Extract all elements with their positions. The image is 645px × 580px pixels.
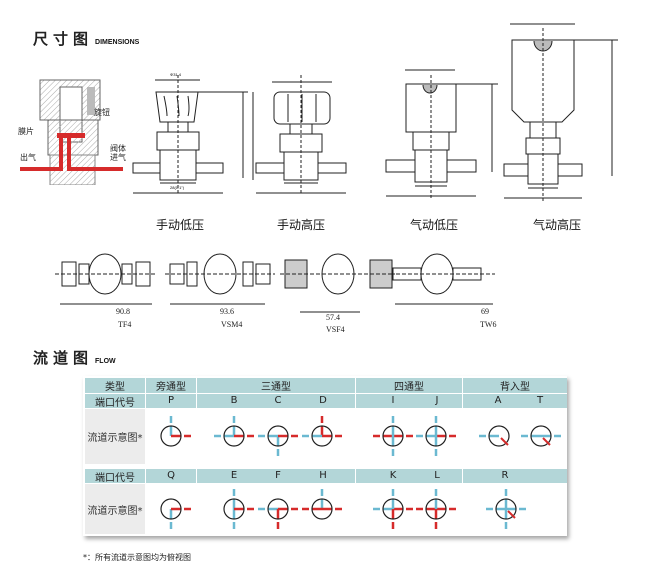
valve-drawing-pneumatic-high	[503, 23, 618, 203]
port-length-vsf4: 57.4	[326, 313, 340, 322]
flow-diagram-H	[302, 489, 342, 520]
flow-diagram-K	[373, 489, 413, 529]
port-code-label-2: 端口代号	[85, 469, 145, 484]
svg-text:Φ31.4: Φ31.4	[170, 72, 182, 77]
port-label-tf4: TF4	[118, 320, 132, 329]
label-outlet: 出气	[20, 153, 36, 162]
flow-diagram-A	[479, 425, 510, 447]
caption-pneumatic-high: 气动高压	[533, 218, 582, 232]
flow-title: 流道图	[33, 349, 94, 367]
flow-subtitle: FLOW	[95, 358, 116, 365]
port-length-vsm4: 93.6	[220, 307, 234, 316]
type-header-label: 类型	[85, 378, 145, 393]
svg-text:28(1.1"): 28(1.1")	[170, 185, 185, 190]
flow-diagram-Q	[160, 498, 191, 529]
code-B: B	[230, 395, 238, 406]
code-T: T	[536, 395, 544, 406]
valve-drawing-manual-high	[252, 75, 347, 195]
code-L: L	[434, 470, 440, 481]
valve-cross-section	[20, 79, 123, 185]
label-diaphragm: 膜片	[18, 127, 34, 136]
caption-pneumatic-low: 气动低压	[410, 218, 459, 232]
type-three-way: 三通型	[197, 378, 355, 393]
label-inlet: 进气	[110, 153, 126, 162]
diagram-label-1: 流道示意图*	[85, 409, 145, 464]
flow-table: 类型 旁通型 三通型 四通型 背入型 端口代号 P B C D I J A T …	[83, 376, 567, 536]
diagram-label-2: 流道示意图*	[85, 484, 145, 534]
port-length-tf4: 90.8	[116, 307, 130, 316]
dimensions-subtitle: DIMENSIONS	[95, 39, 140, 46]
code-D: D	[319, 395, 327, 406]
flow-diagrams-row-1	[160, 416, 561, 456]
port-view-vsf4	[280, 253, 395, 313]
flow-diagram-C	[258, 425, 298, 456]
port-view-vsm4	[165, 253, 275, 305]
flow-diagram-T	[521, 425, 561, 447]
port-code-cell-2-bypass	[146, 469, 196, 483]
port-code-cell-back-entry	[463, 394, 567, 408]
flow-diagram-F	[258, 498, 298, 529]
code-A: A	[494, 395, 502, 406]
code-R: R	[501, 470, 509, 481]
caption-manual-high: 手动高压	[277, 218, 326, 232]
flow-diagram-B	[214, 416, 254, 447]
code-H: H	[319, 470, 327, 481]
flow-diagram-I	[373, 416, 413, 456]
flow-diagrams-row-2	[160, 489, 526, 529]
code-P: P	[167, 395, 175, 406]
port-view-tw6	[390, 253, 495, 305]
code-J: J	[435, 395, 439, 406]
label-knob: 旋钮	[94, 108, 110, 117]
port-label-tw6: TW6	[480, 320, 497, 329]
flow-diagram-P	[160, 416, 191, 447]
port-label-vsf4: VSF4	[326, 325, 345, 334]
port-view-tf4	[55, 253, 155, 305]
flow-diagram-E	[223, 489, 254, 529]
port-code-label-1: 端口代号	[85, 394, 145, 409]
port-top-views	[55, 253, 495, 313]
port-length-tw6: 69	[481, 307, 489, 316]
code-C: C	[274, 395, 282, 406]
port-code-cell-2-four-way	[356, 469, 462, 483]
valve-drawing-pneumatic-low	[385, 69, 498, 200]
code-K: K	[389, 470, 397, 481]
dimensions-title: 尺寸图	[33, 30, 94, 48]
type-four-way: 四通型	[356, 378, 462, 393]
flow-diagram-R	[486, 489, 526, 529]
code-Q: Q	[167, 470, 175, 481]
label-body: 阀体	[110, 144, 126, 153]
port-label-vsm4: VSM4	[221, 320, 243, 329]
flow-diagram-D	[302, 416, 342, 447]
valve-drawing-manual-low: Φ31.4 28(1.1")	[132, 72, 248, 195]
port-code-cell-four-way	[356, 394, 462, 408]
port-code-cell-three-way	[197, 394, 355, 408]
port-code-cell-2-three-way	[197, 469, 355, 483]
type-bypass: 旁通型	[146, 378, 196, 393]
type-back-entry: 背入型	[463, 378, 567, 393]
flow-diagram-L	[416, 489, 456, 529]
code-I: I	[391, 395, 395, 406]
code-E: E	[230, 470, 238, 481]
footnote: *：所有流道示意图均为俯视图	[83, 553, 191, 562]
code-F: F	[275, 470, 281, 481]
port-code-cell-bypass	[146, 394, 196, 408]
port-code-cell-2-back-entry	[463, 469, 567, 483]
flow-diagram-J	[416, 416, 456, 456]
caption-manual-low: 手动低压	[156, 218, 205, 232]
